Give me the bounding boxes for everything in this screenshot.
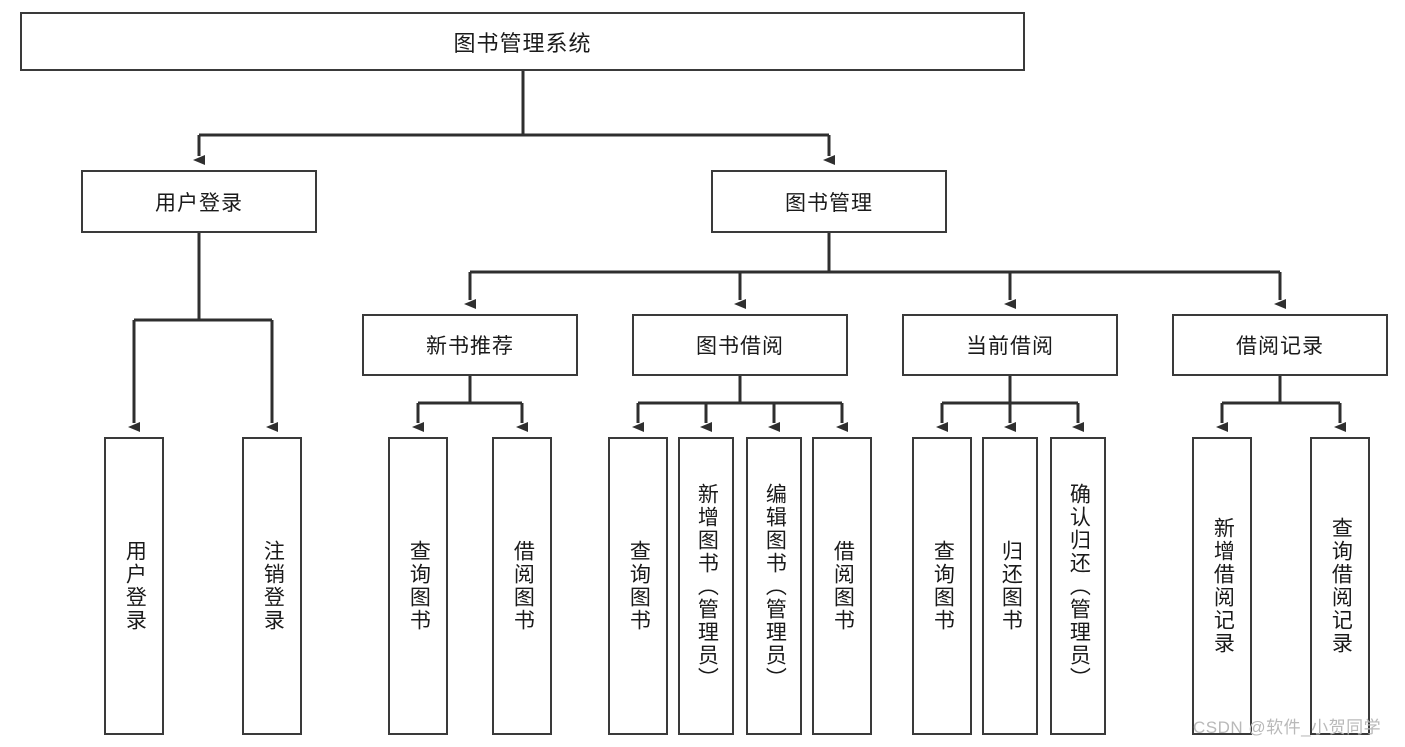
leaf-query-book-current[interactable]: 查询图书 bbox=[912, 437, 972, 735]
leaf-borrow-book-label: 借阅图书 bbox=[831, 540, 855, 632]
node-current-borrow[interactable]: 当前借阅 bbox=[902, 314, 1118, 376]
leaf-add-book-admin-label: 新增图书（管理员） bbox=[695, 482, 719, 690]
leaf-query-book-current-label: 查询图书 bbox=[931, 540, 955, 632]
node-new-book-recommend-label: 新书推荐 bbox=[426, 335, 514, 358]
leaf-add-borrow-record-label: 新增借阅记录 bbox=[1211, 517, 1235, 655]
leaf-query-book-recommend-label: 查询图书 bbox=[407, 540, 431, 632]
leaf-borrow-book-recommend[interactable]: 借阅图书 bbox=[492, 437, 552, 735]
leaf-logout-label: 注销登录 bbox=[261, 540, 285, 632]
leaf-query-borrow-record[interactable]: 查询借阅记录 bbox=[1310, 437, 1370, 735]
node-new-book-recommend[interactable]: 新书推荐 bbox=[362, 314, 578, 376]
leaf-confirm-return-admin-label: 确认归还（管理员） bbox=[1067, 482, 1091, 690]
leaf-edit-book-admin-label: 编辑图书（管理员） bbox=[763, 482, 787, 690]
leaf-return-book-label: 归还图书 bbox=[999, 540, 1023, 632]
node-book-management-label: 图书管理 bbox=[785, 191, 873, 215]
node-borrow-record[interactable]: 借阅记录 bbox=[1172, 314, 1388, 376]
leaf-query-book-borrow[interactable]: 查询图书 bbox=[608, 437, 668, 735]
node-book-borrow[interactable]: 图书借阅 bbox=[632, 314, 848, 376]
node-borrow-record-label: 借阅记录 bbox=[1236, 335, 1324, 358]
node-root[interactable]: 图书管理系统 bbox=[20, 12, 1025, 71]
leaf-borrow-book-recommend-label: 借阅图书 bbox=[511, 540, 535, 632]
node-book-management[interactable]: 图书管理 bbox=[711, 170, 947, 233]
node-root-label: 图书管理系统 bbox=[453, 30, 592, 56]
leaf-query-book-borrow-label: 查询图书 bbox=[627, 540, 651, 632]
leaf-borrow-book[interactable]: 借阅图书 bbox=[812, 437, 872, 735]
leaf-confirm-return-admin[interactable]: 确认归还（管理员） bbox=[1050, 437, 1106, 735]
watermark-text: CSDN @软件_小贺同学 bbox=[1193, 718, 1382, 737]
leaf-user-login[interactable]: 用户登录 bbox=[104, 437, 164, 735]
leaf-return-book[interactable]: 归还图书 bbox=[982, 437, 1038, 735]
leaf-query-borrow-record-label: 查询借阅记录 bbox=[1329, 517, 1353, 655]
node-user-login-label: 用户登录 bbox=[155, 191, 243, 215]
node-book-borrow-label: 图书借阅 bbox=[696, 335, 784, 358]
node-current-borrow-label: 当前借阅 bbox=[966, 335, 1054, 358]
leaf-edit-book-admin[interactable]: 编辑图书（管理员） bbox=[746, 437, 802, 735]
leaf-add-book-admin[interactable]: 新增图书（管理员） bbox=[678, 437, 734, 735]
leaf-logout[interactable]: 注销登录 bbox=[242, 437, 302, 735]
leaf-add-borrow-record[interactable]: 新增借阅记录 bbox=[1192, 437, 1252, 735]
leaf-query-book-recommend[interactable]: 查询图书 bbox=[388, 437, 448, 735]
node-user-login[interactable]: 用户登录 bbox=[81, 170, 317, 233]
leaf-user-login-label: 用户登录 bbox=[123, 540, 147, 632]
